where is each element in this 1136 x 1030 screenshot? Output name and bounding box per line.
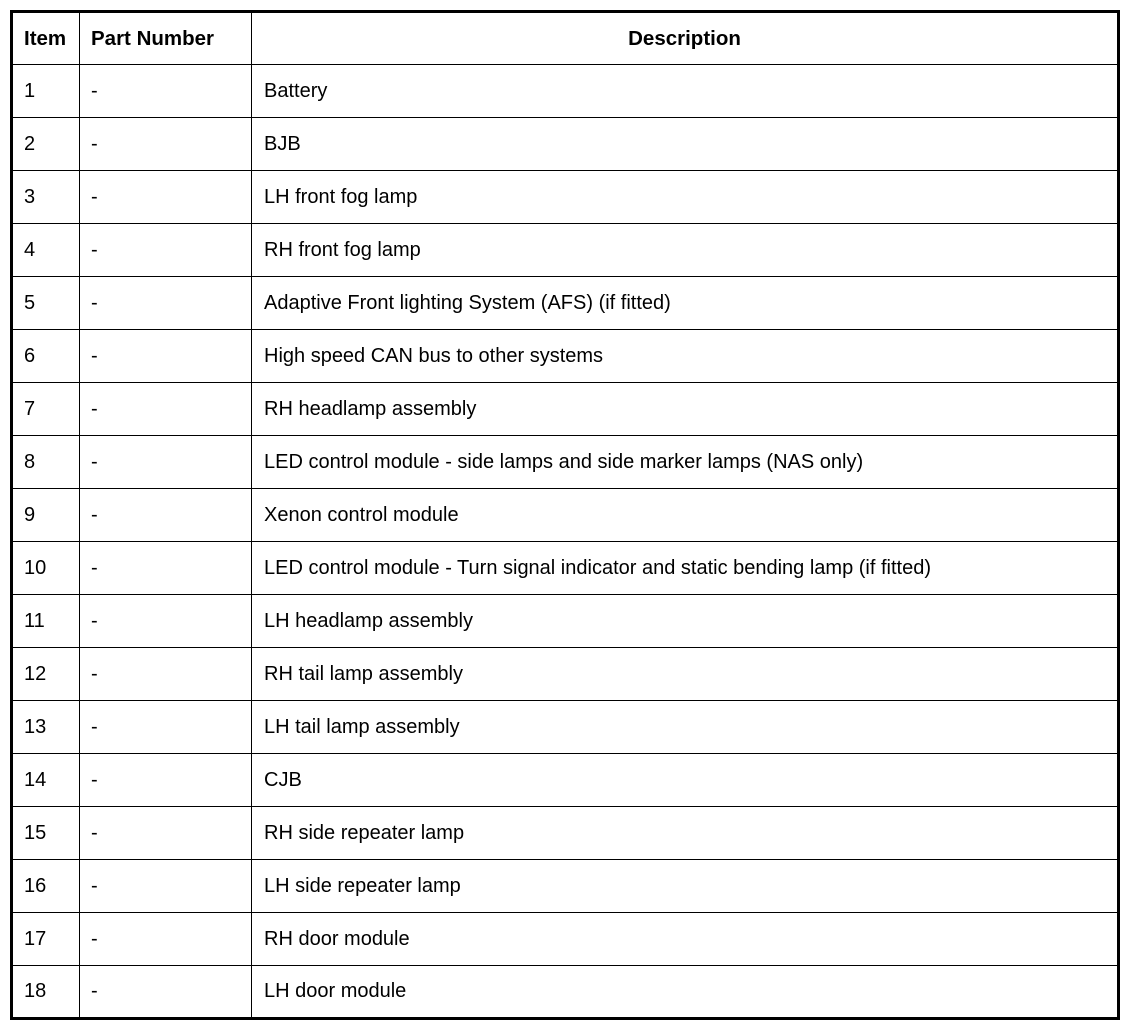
cell-description: BJB bbox=[251, 117, 1119, 171]
cell-description: RH side repeater lamp bbox=[251, 806, 1119, 860]
cell-item: 16 bbox=[11, 859, 80, 913]
cell-description: Battery bbox=[251, 64, 1119, 118]
cell-item: 12 bbox=[11, 647, 80, 701]
cell-item: 17 bbox=[11, 912, 80, 966]
cell-description: RH door module bbox=[251, 912, 1119, 966]
cell-part-number: - bbox=[79, 594, 252, 648]
cell-item: 3 bbox=[11, 170, 80, 224]
cell-part-number: - bbox=[79, 647, 252, 701]
cell-description: LH side repeater lamp bbox=[251, 859, 1119, 913]
cell-item: 2 bbox=[11, 117, 80, 171]
table-header-row: Item Part Number Description bbox=[11, 11, 1119, 65]
table-row: 11-LH headlamp assembly bbox=[11, 594, 1119, 648]
cell-item: 14 bbox=[11, 753, 80, 807]
cell-description: LH front fog lamp bbox=[251, 170, 1119, 224]
table-row: 2-BJB bbox=[11, 117, 1119, 171]
cell-part-number: - bbox=[79, 965, 252, 1019]
cell-description: LH door module bbox=[251, 965, 1119, 1019]
table-row: 13-LH tail lamp assembly bbox=[11, 700, 1119, 754]
cell-part-number: - bbox=[79, 753, 252, 807]
table-row: 18-LH door module bbox=[11, 965, 1119, 1019]
cell-part-number: - bbox=[79, 541, 252, 595]
cell-item: 5 bbox=[11, 276, 80, 330]
table-row: 8-LED control module - side lamps and si… bbox=[11, 435, 1119, 489]
table-row: 14-CJB bbox=[11, 753, 1119, 807]
table-row: 7-RH headlamp assembly bbox=[11, 382, 1119, 436]
cell-description: RH tail lamp assembly bbox=[251, 647, 1119, 701]
cell-item: 9 bbox=[11, 488, 80, 542]
cell-part-number: - bbox=[79, 64, 252, 118]
cell-item: 11 bbox=[11, 594, 80, 648]
cell-item: 18 bbox=[11, 965, 80, 1019]
cell-item: 10 bbox=[11, 541, 80, 595]
cell-part-number: - bbox=[79, 117, 252, 171]
cell-part-number: - bbox=[79, 435, 252, 489]
cell-description: High speed CAN bus to other systems bbox=[251, 329, 1119, 383]
column-header-item: Item bbox=[11, 11, 80, 65]
table-row: 6-High speed CAN bus to other systems bbox=[11, 329, 1119, 383]
column-header-part-number: Part Number bbox=[79, 11, 252, 65]
cell-item: 4 bbox=[11, 223, 80, 277]
cell-part-number: - bbox=[79, 806, 252, 860]
table-row: 16-LH side repeater lamp bbox=[11, 859, 1119, 913]
table-row: 10-LED control module - Turn signal indi… bbox=[11, 541, 1119, 595]
table-row: 4-RH front fog lamp bbox=[11, 223, 1119, 277]
column-header-description: Description bbox=[251, 11, 1119, 65]
cell-item: 13 bbox=[11, 700, 80, 754]
cell-description: RH front fog lamp bbox=[251, 223, 1119, 277]
table-row: 15-RH side repeater lamp bbox=[11, 806, 1119, 860]
table-row: 1-Battery bbox=[11, 64, 1119, 118]
cell-part-number: - bbox=[79, 912, 252, 966]
cell-description: LED control module - side lamps and side… bbox=[251, 435, 1119, 489]
table-row: 5-Adaptive Front lighting System (AFS) (… bbox=[11, 276, 1119, 330]
cell-item: 8 bbox=[11, 435, 80, 489]
cell-part-number: - bbox=[79, 223, 252, 277]
cell-part-number: - bbox=[79, 329, 252, 383]
cell-part-number: - bbox=[79, 859, 252, 913]
cell-description: LH tail lamp assembly bbox=[251, 700, 1119, 754]
table-row: 9-Xenon control module bbox=[11, 488, 1119, 542]
cell-description: Xenon control module bbox=[251, 488, 1119, 542]
table-row: 3-LH front fog lamp bbox=[11, 170, 1119, 224]
cell-part-number: - bbox=[79, 382, 252, 436]
cell-description: CJB bbox=[251, 753, 1119, 807]
cell-description: Adaptive Front lighting System (AFS) (if… bbox=[251, 276, 1119, 330]
cell-part-number: - bbox=[79, 170, 252, 224]
table-row: 17-RH door module bbox=[11, 912, 1119, 966]
cell-item: 15 bbox=[11, 806, 80, 860]
cell-description: LED control module - Turn signal indicat… bbox=[251, 541, 1119, 595]
cell-item: 7 bbox=[11, 382, 80, 436]
cell-part-number: - bbox=[79, 700, 252, 754]
cell-part-number: - bbox=[79, 488, 252, 542]
table-header: Item Part Number Description bbox=[11, 11, 1119, 65]
table-row: 12-RH tail lamp assembly bbox=[11, 647, 1119, 701]
cell-part-number: - bbox=[79, 276, 252, 330]
cell-item: 6 bbox=[11, 329, 80, 383]
cell-description: LH headlamp assembly bbox=[251, 594, 1119, 648]
cell-description: RH headlamp assembly bbox=[251, 382, 1119, 436]
cell-item: 1 bbox=[11, 64, 80, 118]
